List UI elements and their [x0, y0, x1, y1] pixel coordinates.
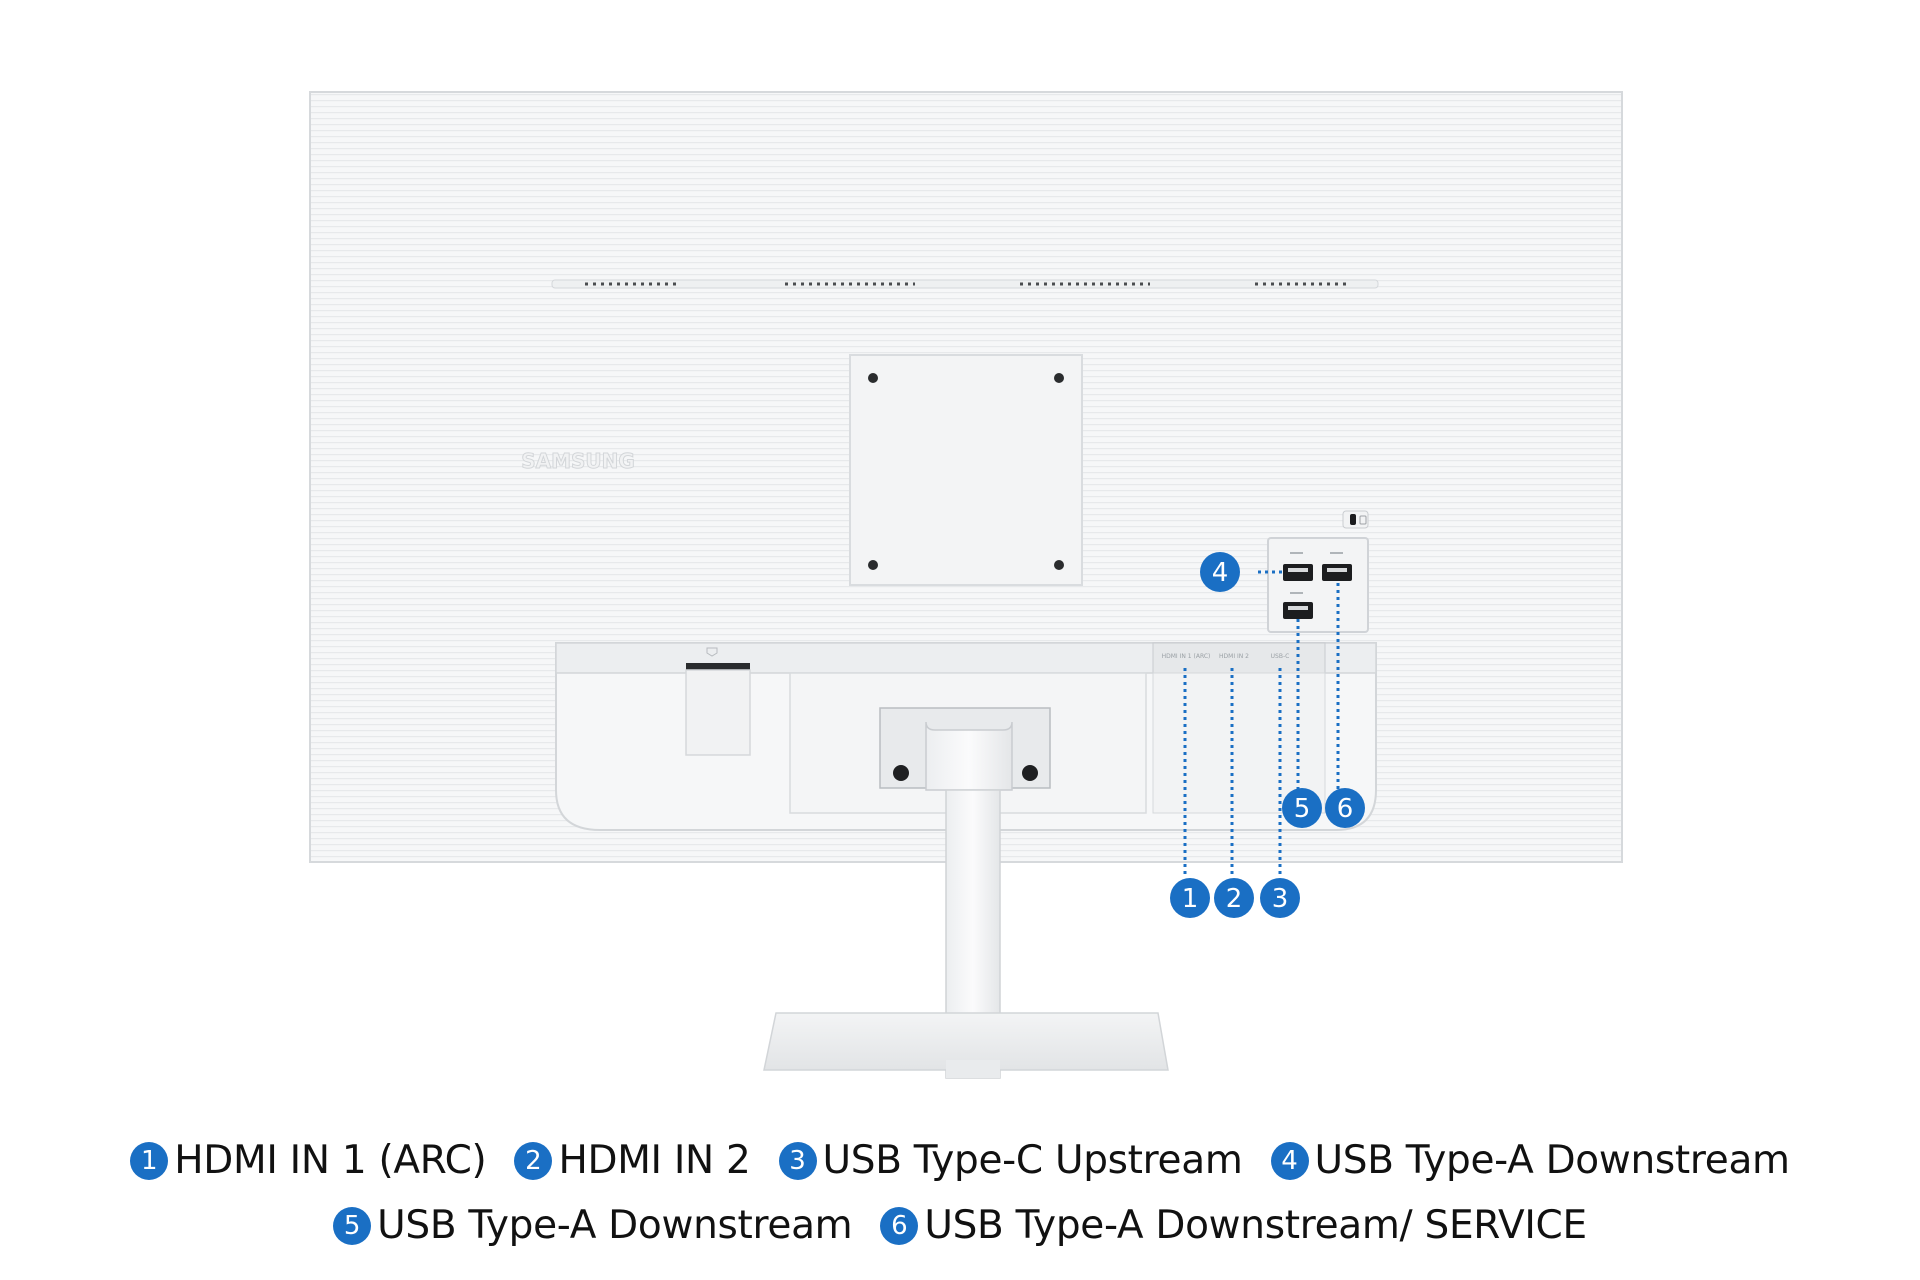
brand-logo: SAMSUNG	[521, 449, 635, 473]
port-label-usbc: USB-C	[1271, 653, 1290, 660]
vesa-mount	[849, 354, 1083, 586]
callout-badge-2: 2	[1214, 878, 1254, 918]
callout-badge-1: 1	[1170, 878, 1210, 918]
legend-item-hdmi-in-2: 2 HDMI IN 2	[514, 1138, 751, 1183]
legend-label: USB Type-A Downstream/ SERVICE	[924, 1203, 1587, 1248]
lock-icon	[1342, 510, 1369, 529]
vent-strip	[551, 279, 1379, 289]
legend-number-badge: 1	[130, 1141, 169, 1180]
port-legend-row-1: 1 HDMI IN 1 (ARC) 2 HDMI IN 2 3 USB Type…	[0, 1138, 1920, 1183]
rear-port-strip	[1152, 642, 1326, 674]
callout-badges: 4 5 6 1 2 3	[1170, 552, 1365, 918]
usb-icon	[1290, 552, 1343, 594]
port-label-hdmi1: HDMI IN 1 (ARC)	[1162, 653, 1211, 660]
svg-text:1: 1	[1182, 884, 1199, 914]
svg-text:4: 4	[1212, 558, 1229, 588]
legend-label: USB Type-A Downstream	[1314, 1138, 1791, 1183]
callout-badge-3: 3	[1260, 878, 1300, 918]
stand-base	[763, 1012, 1169, 1078]
legend-item-usb-a-downstream-4: 4 USB Type-A Downstream	[1270, 1138, 1791, 1183]
legend-number-badge: 3	[778, 1141, 817, 1180]
callout-leaders	[1183, 570, 1340, 878]
legend-number-badge: 2	[514, 1141, 553, 1180]
cable-hook	[686, 663, 750, 670]
svg-text:5: 5	[1294, 794, 1311, 824]
stand-screw	[893, 765, 909, 781]
usb-port-panel	[1267, 537, 1369, 633]
vesa-screw-icon	[1054, 373, 1064, 383]
legend-item-usb-a-downstream-service: 6 USB Type-A Downstream/ SERVICE	[880, 1203, 1587, 1248]
usb-a-port-4	[1283, 564, 1313, 581]
usb-a-port-6	[1322, 564, 1352, 581]
legend-item-usb-c-upstream: 3 USB Type-C Upstream	[778, 1138, 1243, 1183]
legend-item-usb-a-downstream-5: 5 USB Type-A Downstream	[333, 1203, 853, 1248]
svg-text:2: 2	[1226, 884, 1243, 914]
stand-screw	[1022, 765, 1038, 781]
callout-badge-4: 4	[1200, 552, 1240, 592]
port-label-hdmi2: HDMI IN 2	[1219, 653, 1249, 660]
svg-text:6: 6	[1337, 794, 1354, 824]
usb-a-port-5	[1283, 602, 1313, 619]
callout-badge-6: 6	[1325, 788, 1365, 828]
legend-number-badge: 5	[333, 1206, 372, 1245]
legend-label: HDMI IN 1 (ARC)	[174, 1138, 487, 1183]
port-legend-row-2: 5 USB Type-A Downstream 6 USB Type-A Dow…	[0, 1203, 1920, 1248]
legend-item-hdmi-in-1: 1 HDMI IN 1 (ARC)	[130, 1138, 487, 1183]
legend-label: USB Type-C Upstream	[822, 1138, 1243, 1183]
vesa-screw-icon	[868, 373, 878, 383]
legend-number-badge: 6	[880, 1206, 919, 1245]
callout-badge-5: 5	[1282, 788, 1322, 828]
vesa-screw-icon	[868, 560, 878, 570]
vesa-screw-icon	[1054, 560, 1064, 570]
legend-number-badge: 4	[1270, 1141, 1309, 1180]
legend-label: USB Type-A Downstream	[377, 1203, 853, 1248]
legend-label: HDMI IN 2	[558, 1138, 751, 1183]
svg-text:3: 3	[1272, 884, 1289, 914]
